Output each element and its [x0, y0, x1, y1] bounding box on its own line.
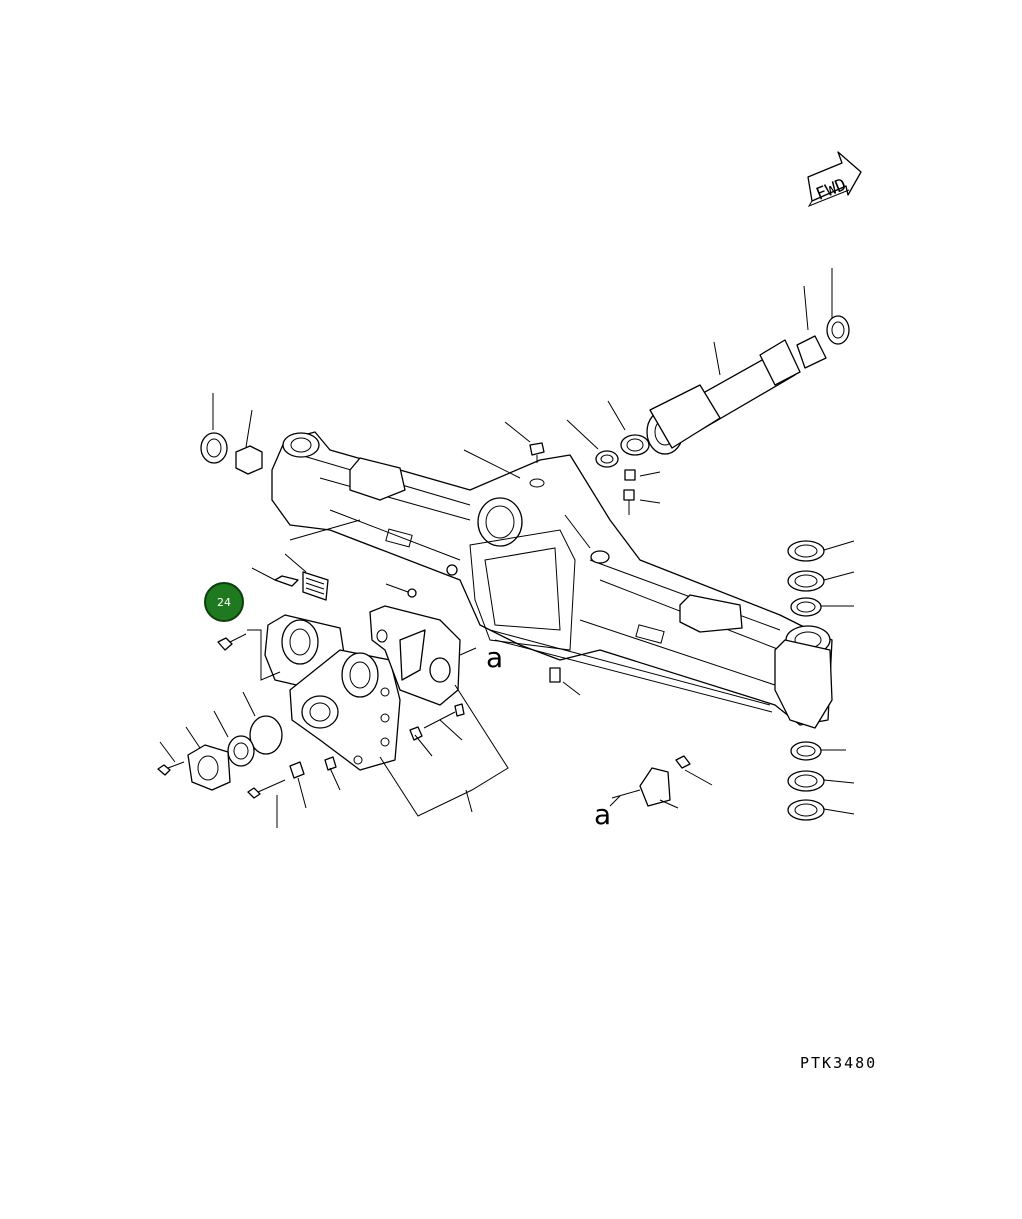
view-letter-a-upper: a — [486, 641, 503, 674]
fwd-label: FWD — [813, 175, 849, 205]
pivot-pin-assembly — [595, 315, 850, 468]
right-seal-stack — [787, 540, 825, 821]
drawing-code: PTK3480 — [800, 1054, 877, 1072]
axle-housing — [271, 431, 833, 729]
leader-lines — [159, 268, 855, 828]
callout-24-badge[interactable] — [204, 582, 244, 622]
end-cap-parts — [157, 633, 465, 799]
fwd-arrow-icon: FWD — [807, 151, 862, 208]
fittings — [274, 442, 636, 683]
callout-24-label[interactable]: 24 — [217, 596, 231, 609]
left-bushings — [200, 432, 263, 475]
view-letter-a-lower: a — [594, 798, 611, 831]
stopper-detail — [609, 755, 691, 807]
support-bracket — [264, 605, 461, 771]
callout-24[interactable]: 24 — [204, 582, 244, 622]
